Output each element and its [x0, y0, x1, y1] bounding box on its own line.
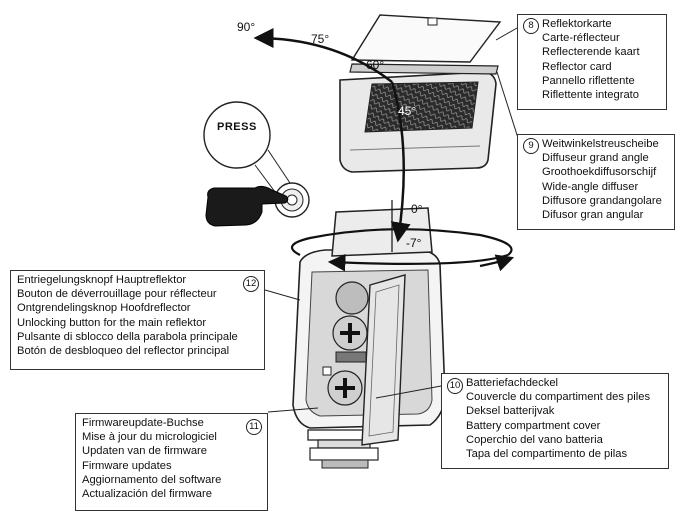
callout-line: Diffusore grandangolare [542, 194, 662, 207]
callout-line: Reflektorkarte [542, 18, 612, 30]
callout-battery-cover: 10 Batteriefachdeckel Couvercle du compa… [441, 373, 669, 469]
tilt-arrows [253, 28, 411, 243]
angle-label-0: 0° [411, 202, 423, 216]
callout-number: 11 [246, 419, 262, 435]
callout-line: Bouton de déverrouillage pour réflecteur [17, 288, 217, 301]
callout-line: Couvercle du compartiment des piles [466, 391, 651, 404]
callout-line: Carte-réflecteur [542, 32, 620, 45]
callout-line: Battery compartment cover [466, 419, 601, 432]
callout-line: Tapa del compartimento de pilas [466, 448, 628, 461]
callout-line: Pulsante di sblocco della parabola princ… [17, 330, 238, 343]
callout-line: Batteriefachdeckel [466, 377, 559, 389]
callout-line: Wide-angle diffuser [542, 180, 639, 193]
callout-line: Entriegelungsknopf Hauptreflektor [17, 274, 187, 286]
battery-cover [361, 274, 406, 446]
callout-line: Aggiornamento del software [82, 473, 222, 486]
angle-label-90: 90° [237, 20, 256, 34]
callout-line: Firmwareupdate-Buchse [82, 417, 204, 429]
callout-line: Deksel batterijvak [466, 405, 555, 418]
press-label: PRESS [217, 121, 257, 133]
callout-number: 9 [523, 138, 539, 154]
callout-number: 8 [523, 18, 539, 34]
wide-angle-diffuser [349, 63, 499, 75]
callout-line: Updaten van de firmware [82, 445, 207, 458]
angle-label-60: 60° [366, 58, 385, 72]
callout-leaders [264, 27, 519, 413]
callout-unlock-button: 12 Entriegelungsknopf Hauptreflektor Bou… [10, 270, 265, 370]
reflector-card [350, 14, 502, 63]
callout-line: Firmware updates [82, 459, 172, 472]
callout-line: Pannello riflettente [542, 74, 635, 87]
flash-head [339, 71, 497, 173]
callout-line: Ontgrendelingsknop Hoofdreflector [17, 302, 191, 315]
callout-line: Botón de desbloqueo del reflector princi… [17, 345, 230, 358]
callout-line: Groothoekdiffusorschijf [542, 166, 657, 179]
callout-number: 12 [243, 276, 259, 292]
callout-line: Difusor gran angular [542, 209, 644, 222]
angle-label-minus7: -7° [406, 236, 422, 250]
flash-foot [307, 429, 379, 469]
callout-reflector-card: 8 Reflektorkarte Carte-réflecteur Reflec… [517, 14, 667, 110]
callout-line: Mise à jour du micrologiciel [82, 431, 217, 444]
callout-line: Riflettente integrato [542, 89, 640, 102]
callout-firmware-socket: 11 Firmwareupdate-Buchse Mise à jour du … [75, 413, 268, 511]
callout-line: Reflecterende kaart [542, 46, 640, 59]
callout-line: Coperchio del vano batteria [466, 433, 603, 446]
callout-line: Actualización del firmware [82, 488, 212, 501]
callout-number: 10 [447, 378, 463, 394]
angle-label-75: 75° [311, 32, 330, 46]
angle-label-45: 45° [398, 104, 417, 118]
battery-compartment [322, 281, 369, 406]
callout-line: Weitwinkelstreuscheibe [542, 138, 659, 150]
callout-line: Unlocking button for the main reflektor [17, 316, 207, 329]
callout-line: Diffuseur grand angle [542, 152, 649, 165]
pointing-hand-icon [205, 185, 289, 227]
callout-line: Reflector card [542, 60, 612, 73]
callout-wide-angle-diffuser: 9 Weitwinkelstreuscheibe Diffuseur grand… [517, 134, 675, 230]
